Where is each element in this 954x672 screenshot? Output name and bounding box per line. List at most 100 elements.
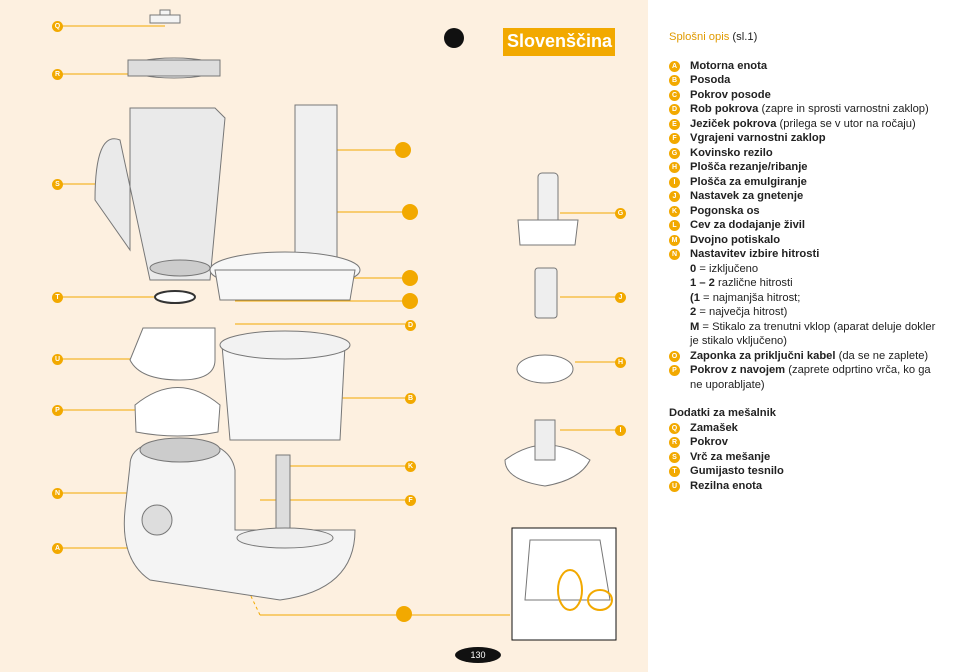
letter-badge: Q — [669, 422, 680, 434]
item-note: (zapre in sprosti varnostni zaklop) — [758, 103, 929, 115]
letter-badge: G — [669, 147, 680, 159]
label-r: R — [52, 69, 63, 80]
item-name: Plošča rezanje/ribanje — [690, 161, 808, 173]
letter-badge: T — [669, 466, 680, 477]
speed-item: (1 = najmanjša hitrost; — [669, 291, 939, 306]
item-note: (da se ne zaplete) — [835, 349, 929, 362]
speed-item: 1 – 2 različne hitrosti — [669, 276, 939, 291]
item-name: Pogonska os — [690, 204, 760, 217]
letter-badge: O — [669, 350, 680, 362]
list-item: J Nastavek za gnetenje — [669, 189, 939, 204]
letter-badge: R — [669, 437, 680, 448]
label-f: F — [405, 495, 416, 506]
list-item: B Posoda — [669, 73, 939, 88]
list-item: K Pogonska os — [669, 204, 939, 219]
speed-value: = Stikalo za trenutni vklop (aparat delu… — [690, 320, 936, 348]
list-item: M Dvojno potiskalo — [669, 233, 939, 248]
speed-item: 0 = izključeno — [669, 262, 939, 277]
text-column-bg — [648, 0, 954, 672]
section-header: Slovenščina — [503, 28, 615, 56]
blender-title: Dodatki za mešalnik — [669, 407, 776, 419]
item-name: Pokrov posode — [690, 88, 771, 101]
general-title: Splošni opis — [669, 31, 730, 43]
label-p: P — [52, 405, 63, 416]
list-item: D Rob pokrova (zapre in sprosti varnostni… — [669, 102, 939, 117]
letter-badge: M — [669, 234, 680, 246]
item-name: Pokrov — [690, 436, 728, 448]
speed-value: = izključeno — [696, 262, 759, 275]
list-item: T Gumijasto tesnilo — [669, 464, 939, 479]
label-b: B — [405, 393, 416, 404]
letter-badge: U — [669, 480, 680, 492]
list-item: U Rezilna enota — [669, 479, 939, 494]
letter-badge: D — [669, 104, 680, 115]
letter-badge: F — [669, 133, 680, 144]
item-name: Nastavek za gnetenje — [690, 190, 804, 202]
list-item: N Nastavitev izbire hitrosti — [669, 247, 939, 262]
label-h: H — [615, 357, 626, 368]
section-title: Slovenščina — [507, 31, 613, 51]
label-q: Q — [52, 21, 63, 32]
speed-key: (1 — [690, 291, 700, 304]
speed-key: 0 — [690, 262, 697, 275]
list-item: E Jeziček pokrova (prilega se v utor na r… — [669, 117, 939, 132]
letter-badge: E — [669, 118, 680, 130]
label-u: U — [52, 354, 63, 365]
item-note: (zaprete odprtino vrča, ko ga ne uporabl… — [690, 364, 931, 391]
list-item: F Vgrajeni varnostni zaklop — [669, 131, 939, 146]
item-name: Cev za dodajanje živil — [690, 219, 806, 231]
item-name: Jeziček pokrova — [690, 117, 777, 130]
item-note: (prilega se v utor na ročaju) — [776, 117, 916, 130]
page-number: 130 — [455, 647, 501, 663]
item-name: Rezilna enota — [690, 479, 763, 492]
letter-badge: I — [669, 176, 680, 188]
letter-badge: S — [669, 451, 680, 463]
label-a: A — [52, 543, 63, 554]
list-item: S Vrč za mešanje — [669, 450, 939, 465]
item-name: Dvojno potiskalo — [690, 233, 781, 246]
speed-key: M — [690, 320, 700, 333]
letter-badge: J — [669, 191, 680, 202]
item-name: Zaponka za priključni kabel — [690, 349, 836, 362]
letter-badge: K — [669, 205, 680, 217]
speed-key: 2 — [690, 306, 697, 318]
item-name: Vrč za mešanje — [690, 450, 771, 463]
label-s: S — [52, 179, 63, 190]
letter-badge: C — [669, 89, 680, 101]
label-j: J — [615, 292, 626, 303]
item-name: Gumijasto tesnilo — [690, 465, 784, 477]
item-name: Zamašek — [690, 421, 738, 434]
general-title-suffix: (sl.1) — [729, 31, 758, 43]
item-name: Vgrajeni varnostni zaklop — [690, 132, 826, 144]
speed-item: 2 = največja hitrost) — [669, 305, 939, 320]
list-item: C Pokrov posode — [669, 88, 939, 103]
list-item: R Pokrov — [669, 435, 939, 450]
label-d: D — [405, 320, 416, 331]
item-name: Nastavitev izbire hitrosti — [690, 248, 820, 260]
item-name: Rob pokrova — [690, 103, 759, 115]
item-name: Posoda — [690, 74, 731, 86]
label-i: I — [615, 425, 626, 436]
language-marker — [444, 28, 464, 48]
label-n: N — [52, 488, 63, 499]
label-k: K — [405, 461, 416, 472]
speed-item: M = Stikalo za trenutni vklop (aparat de… — [669, 320, 939, 349]
list-item: Q Zamašek — [669, 421, 939, 436]
letter-badge: B — [669, 75, 680, 86]
item-name: Kovinsko rezilo — [690, 146, 773, 159]
letter-badge: N — [669, 249, 680, 260]
label-g: G — [615, 208, 626, 219]
label-t: T — [52, 292, 63, 303]
item-name: Motorna enota — [690, 59, 768, 72]
item-name: Pokrov z navojem — [690, 364, 786, 376]
